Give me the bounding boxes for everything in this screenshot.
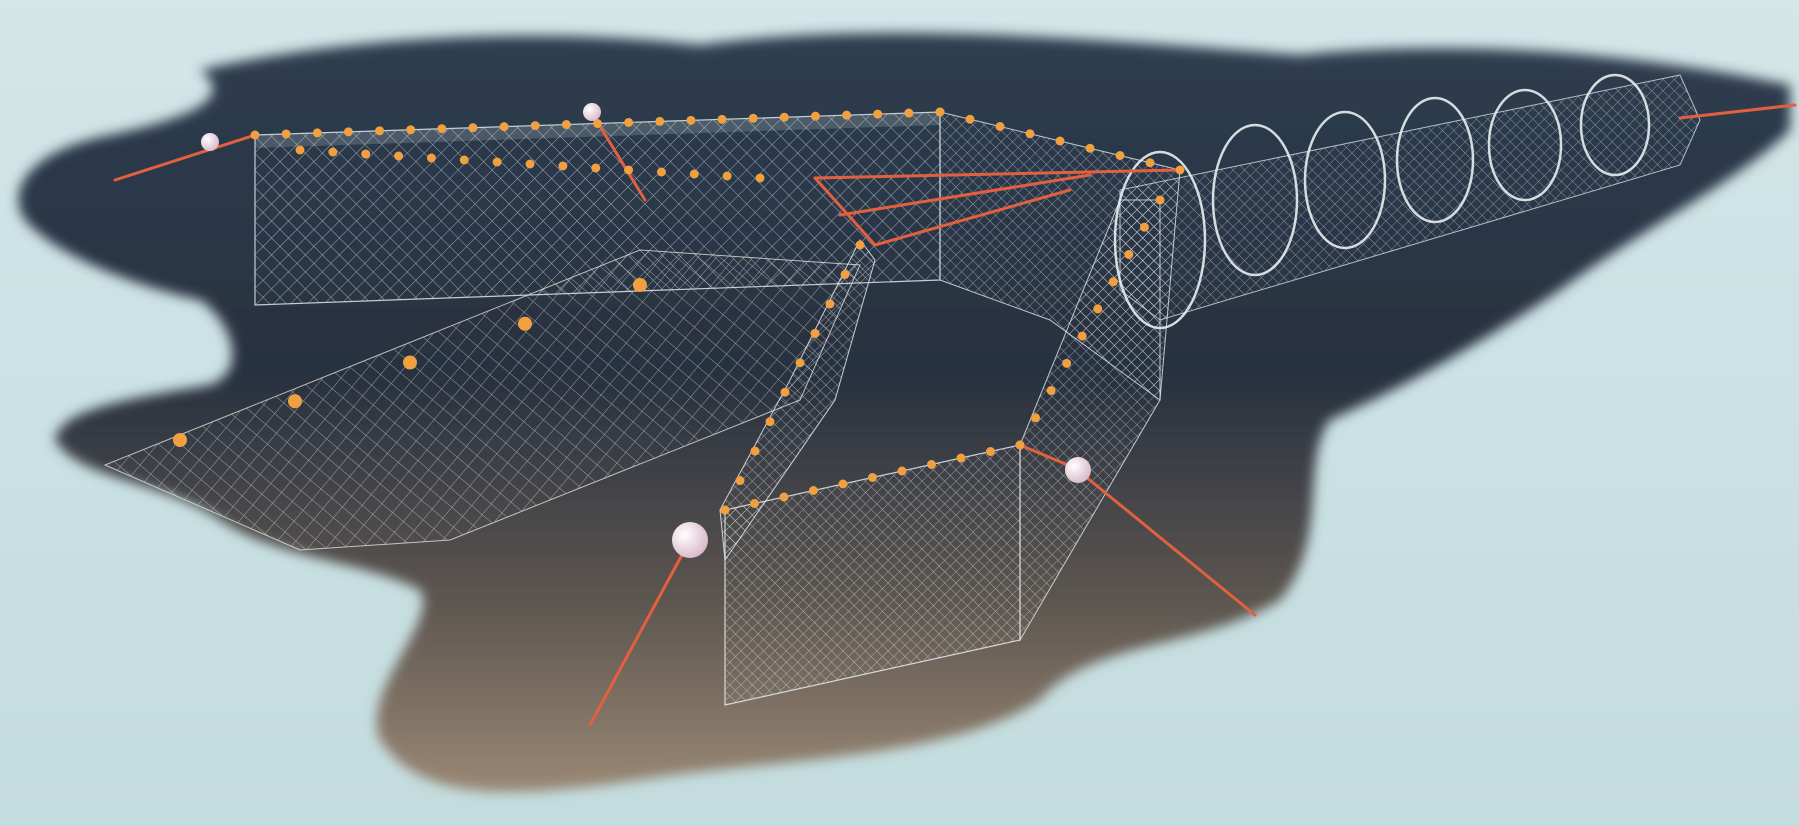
buoy-left (201, 133, 219, 151)
float-dot (1146, 158, 1155, 167)
float-dot (873, 110, 882, 119)
float-dot (500, 122, 509, 131)
float-dot (526, 160, 535, 169)
float-dot (996, 122, 1005, 131)
float-dot (898, 467, 907, 476)
float-dot (344, 127, 353, 136)
buoy-top (583, 103, 601, 121)
float-dot (288, 394, 302, 408)
float-dot (781, 388, 790, 397)
float-dot (251, 131, 260, 140)
float-dot (927, 460, 936, 469)
float-dot (1109, 277, 1118, 286)
float-dot (562, 120, 571, 129)
float-dot (403, 356, 417, 370)
float-dot (957, 454, 966, 463)
float-dot (1078, 332, 1087, 341)
float-dot (1176, 166, 1185, 175)
float-dot (721, 506, 730, 515)
float-dot (936, 108, 945, 117)
float-dot (796, 358, 805, 367)
float-dot (966, 115, 975, 124)
float-dot (986, 447, 995, 456)
float-dot (839, 480, 848, 489)
float-dot (313, 128, 322, 137)
float-dot (811, 329, 820, 338)
float-dot (591, 164, 600, 173)
float-dot (375, 126, 384, 135)
float-dot (686, 116, 695, 125)
float-dot (841, 270, 850, 279)
float-dot (1093, 304, 1102, 313)
float-dot (558, 162, 567, 171)
float-dot (173, 433, 187, 447)
float-dot (766, 417, 775, 426)
float-dot (361, 150, 370, 159)
float-dot (904, 109, 913, 118)
float-dot (624, 166, 633, 175)
float-dot (460, 156, 469, 165)
float-dot (437, 124, 446, 133)
float-dot (1056, 137, 1065, 146)
float-dot (655, 117, 664, 126)
float-dot (1062, 359, 1071, 368)
float-dot (809, 486, 818, 495)
float-dot (1156, 196, 1165, 205)
float-dot (856, 241, 865, 250)
float-dot (531, 121, 540, 130)
float-dot (750, 499, 759, 508)
float-dot (1124, 250, 1133, 259)
float-dot (328, 148, 337, 157)
float-dot (624, 118, 633, 127)
float-dot (427, 154, 436, 163)
buoy-bottom-right (1065, 457, 1091, 483)
float-dot (826, 299, 835, 308)
float-dot (736, 476, 745, 485)
float-dot (751, 447, 760, 456)
float-dot (1016, 441, 1025, 450)
float-dot (811, 112, 820, 121)
float-dot (657, 168, 666, 177)
float-dot (780, 493, 789, 502)
float-dot (718, 115, 727, 124)
float-dot (1031, 413, 1040, 422)
float-dot (468, 123, 477, 132)
float-dot (518, 317, 532, 331)
float-dot (690, 170, 699, 179)
float-dot (633, 278, 647, 292)
float-dot (282, 129, 291, 138)
float-dot (406, 125, 415, 134)
float-dot (842, 111, 851, 120)
float-dot (1086, 144, 1095, 153)
float-dot (756, 174, 765, 183)
float-dot (1026, 129, 1035, 138)
float-dot (723, 172, 732, 181)
float-dot (1116, 151, 1125, 160)
buoy-bottom-left (672, 522, 708, 558)
float-dot (296, 146, 305, 155)
float-dot (394, 152, 403, 161)
float-dot (1047, 386, 1056, 395)
float-dot (749, 114, 758, 123)
float-dot (868, 473, 877, 482)
float-dot (780, 113, 789, 122)
float-dot (493, 158, 502, 167)
float-dot (1140, 223, 1149, 232)
